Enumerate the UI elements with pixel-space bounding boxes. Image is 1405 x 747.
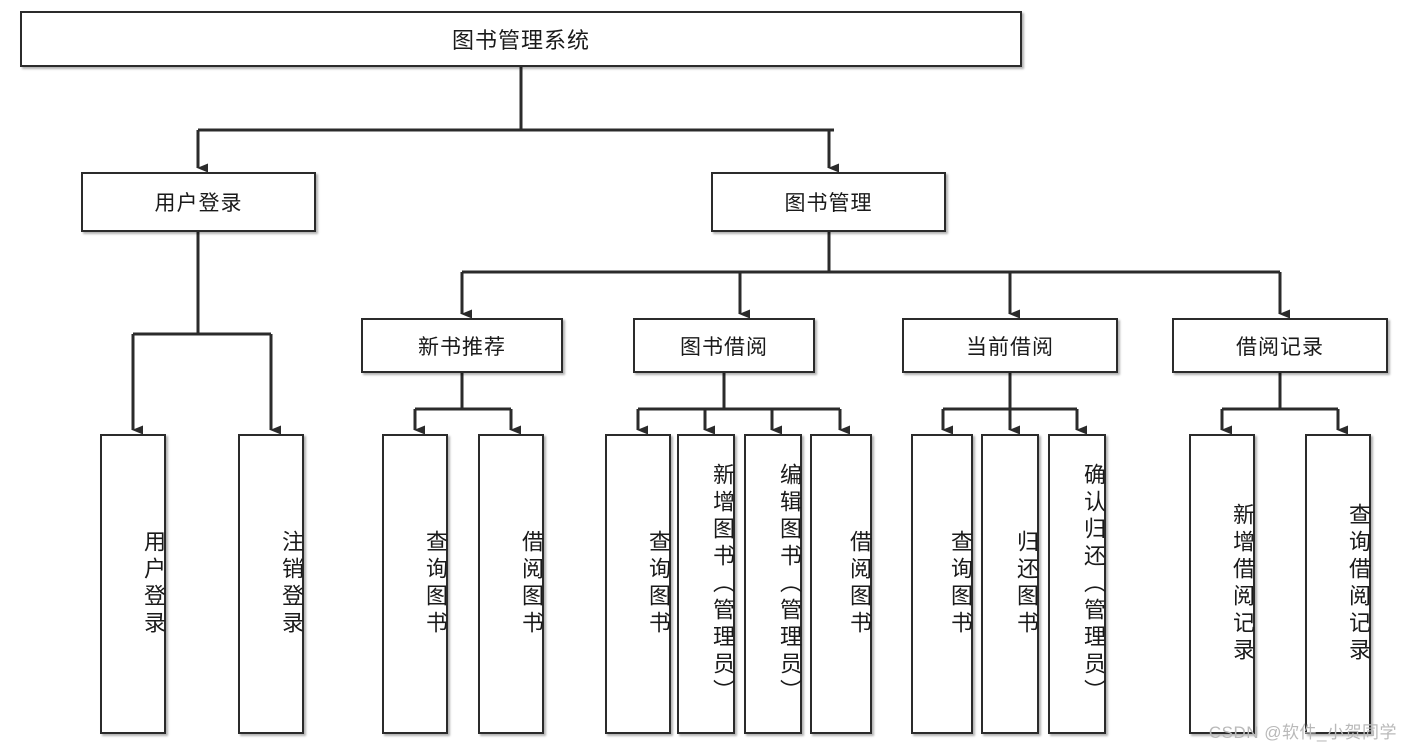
leaf-borrow-record-query[interactable]: 查询借阅记录 [1305, 434, 1371, 734]
node-label: 用户登录 [141, 530, 166, 638]
node-new-book-recommend[interactable]: 新书推荐 [361, 318, 563, 373]
leaf-book-borrow-query[interactable]: 查询图书 [605, 434, 671, 734]
node-book-borrow[interactable]: 图书借阅 [633, 318, 815, 373]
node-label: 借阅记录 [1236, 335, 1324, 359]
node-label: 借阅图书 [519, 530, 544, 638]
node-root-system[interactable]: 图书管理系统 [20, 11, 1022, 67]
node-label: 图书管理系统 [451, 28, 590, 53]
node-label: 图书管理 [784, 192, 873, 215]
node-current-borrow[interactable]: 当前借阅 [902, 318, 1118, 373]
leaf-book-borrow-borrow[interactable]: 借阅图书 [810, 434, 872, 734]
node-book-management[interactable]: 图书管理 [711, 172, 946, 232]
leaf-new-book-borrow[interactable]: 借阅图书 [478, 434, 544, 734]
leaf-current-borrow-confirm-return[interactable]: 确认归还（管理员） [1048, 434, 1106, 734]
node-label: 编辑图书（管理员） [777, 462, 802, 706]
node-label: 新增图书（管理员） [710, 462, 735, 706]
node-label: 查询图书 [646, 530, 671, 638]
node-label: 归还图书 [1014, 530, 1039, 638]
leaf-current-borrow-query[interactable]: 查询图书 [911, 434, 973, 734]
node-label: 新书推荐 [418, 335, 506, 359]
node-label: 当前借阅 [966, 335, 1054, 359]
node-label: 用户登录 [154, 192, 243, 215]
leaf-current-borrow-return[interactable]: 归还图书 [981, 434, 1039, 734]
csdn-watermark: CSDN @软件_小贺同学 [1208, 723, 1397, 742]
node-label: 新增借阅记录 [1230, 503, 1255, 665]
leaf-new-book-query[interactable]: 查询图书 [382, 434, 448, 734]
node-label: 图书借阅 [680, 335, 768, 359]
node-borrow-record[interactable]: 借阅记录 [1172, 318, 1388, 373]
node-label: 注销登录 [279, 530, 304, 638]
node-label: 查询图书 [423, 530, 448, 638]
node-label: 借阅图书 [847, 530, 872, 638]
node-user-login[interactable]: 用户登录 [81, 172, 316, 232]
leaf-book-borrow-add[interactable]: 新增图书（管理员） [677, 434, 735, 734]
leaf-user-login-login[interactable]: 用户登录 [100, 434, 166, 734]
leaf-user-login-logout[interactable]: 注销登录 [238, 434, 304, 734]
node-label: 确认归还（管理员） [1081, 462, 1106, 706]
node-label: 查询图书 [948, 530, 973, 638]
leaf-borrow-record-add[interactable]: 新增借阅记录 [1189, 434, 1255, 734]
node-label: 查询借阅记录 [1346, 503, 1371, 665]
leaf-book-borrow-edit[interactable]: 编辑图书（管理员） [744, 434, 802, 734]
